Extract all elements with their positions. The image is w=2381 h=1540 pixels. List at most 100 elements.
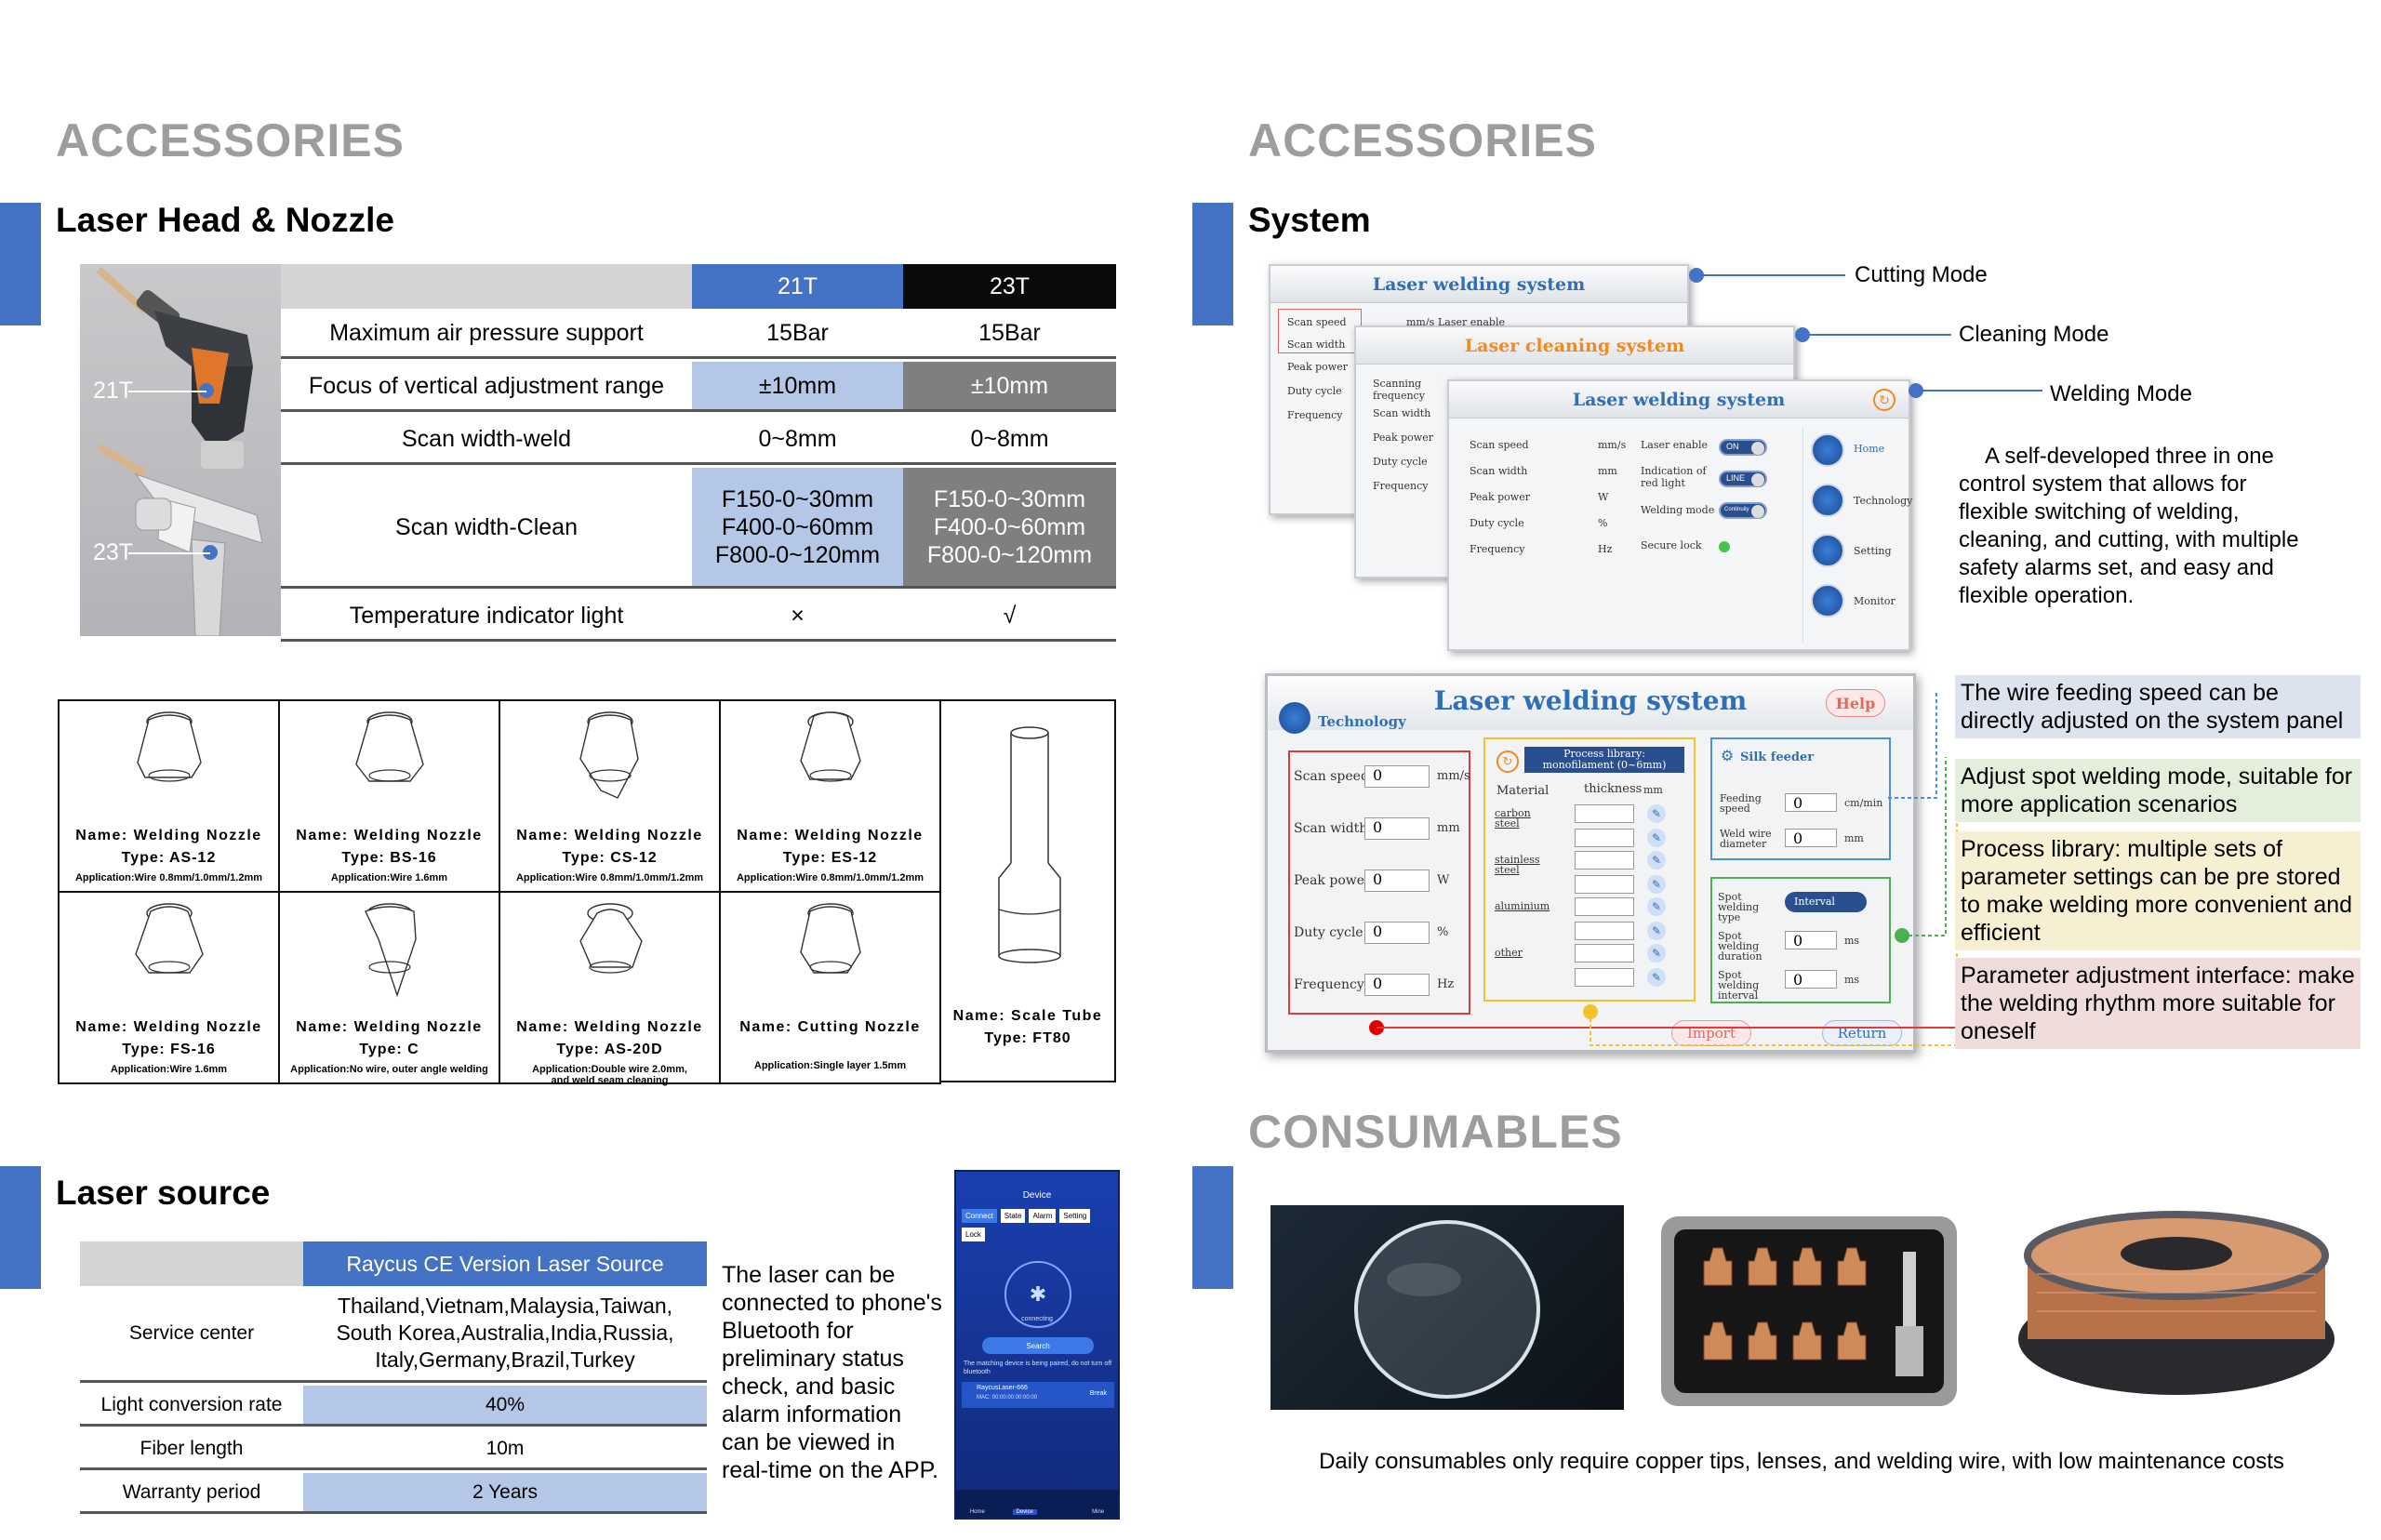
spot-unit: ms — [1844, 974, 1860, 986]
phone-nav-mine[interactable]: Mine — [1092, 1509, 1105, 1515]
spot-input[interactable]: 0 — [1785, 970, 1837, 989]
edit-icon[interactable]: ✎ — [1647, 851, 1666, 870]
edit-icon[interactable]: ✎ — [1647, 829, 1666, 847]
technology-label[interactable]: Technology — [1318, 713, 1406, 730]
thickness-input[interactable] — [1575, 897, 1634, 916]
monitor-icon[interactable] — [1811, 584, 1844, 617]
edit-icon[interactable]: ✎ — [1647, 968, 1666, 987]
thickness-input[interactable] — [1575, 851, 1634, 870]
phone-nav-home[interactable]: Home — [969, 1509, 985, 1515]
thickness-input[interactable] — [1575, 829, 1634, 847]
param-label: Frequency — [1373, 480, 1429, 492]
nozzle-name: Name: Welding Nozzle — [296, 1019, 483, 1035]
nozzle-name: Name: Welding Nozzle — [737, 828, 924, 843]
phone-tab-state[interactable]: State — [1000, 1209, 1026, 1223]
refresh-icon[interactable]: ↻ — [1496, 750, 1519, 773]
copper-tips-drawing — [1661, 1216, 1957, 1406]
param-label: Welding mode — [1641, 504, 1715, 516]
process-library-button[interactable]: Process library: monofilament (0~6mm) — [1524, 747, 1684, 773]
thickness-input[interactable] — [1575, 875, 1634, 894]
system-title: System — [1248, 201, 1371, 239]
phone-tab-alarm[interactable]: Alarm — [1029, 1209, 1057, 1223]
cleaning-mode-label: Cleaning Mode — [1959, 322, 2109, 347]
scale-tube-type: Type: FT80 — [984, 1030, 1071, 1046]
feeder-input[interactable]: 0 — [1785, 829, 1837, 847]
spec-header-blank — [281, 264, 692, 309]
home-icon[interactable] — [1811, 433, 1844, 467]
spec-row-temperature: Temperature indicator light × √ — [281, 591, 1116, 642]
edit-icon[interactable]: ✎ — [1647, 875, 1666, 894]
param-label: Scan speed — [1287, 316, 1347, 328]
param-input[interactable]: 0 — [1364, 870, 1430, 892]
toggle-label: Continuity — [1724, 507, 1749, 512]
material-label: aluminium — [1495, 900, 1550, 912]
thickness-input[interactable] — [1575, 944, 1634, 962]
nozzle-application: Application:Double wire 2.0mm, and weld … — [532, 1064, 687, 1086]
phone-device-row[interactable]: RaycusLaser-666 MAC: 00:00:00:00:00:00 B… — [962, 1382, 1114, 1408]
ls-row-service: Service center Thailand,Vietnam,Malaysia… — [80, 1286, 707, 1383]
spec-value-23t: 15Bar — [978, 319, 1041, 346]
phone-tab-lock[interactable]: Lock — [962, 1228, 985, 1241]
thickness-input[interactable] — [1575, 968, 1634, 987]
phone-search-button[interactable]: Search — [982, 1337, 1094, 1354]
spec-value-21t: 0~8mm — [758, 425, 837, 452]
laser-enable-toggle[interactable]: ON — [1719, 439, 1767, 456]
panel-header — [1268, 676, 1913, 730]
feeder-input[interactable]: 0 — [1785, 793, 1837, 812]
param-input[interactable]: 0 — [1364, 817, 1430, 840]
edit-icon[interactable]: ✎ — [1647, 897, 1666, 916]
phone-tab-setting[interactable]: Setting — [1059, 1209, 1091, 1223]
system-description: A self-developed three in one control sy… — [1959, 444, 2299, 608]
spec-value-23t: 0~8mm — [970, 425, 1049, 452]
param-input[interactable]: 0 — [1364, 974, 1430, 996]
nozzle-type: Type: CS-12 — [562, 850, 658, 866]
technology-icon[interactable] — [1811, 484, 1844, 517]
edit-icon[interactable]: ✎ — [1647, 922, 1666, 940]
nav-technology-label[interactable]: Technology — [1854, 495, 1913, 507]
panel-connectors — [1369, 690, 1969, 1046]
phone-nav-device[interactable]: Device — [1012, 1509, 1037, 1515]
return-button[interactable]: Return — [1822, 1020, 1902, 1046]
setting-icon[interactable] — [1811, 534, 1844, 567]
help-button[interactable]: Help — [1826, 689, 1885, 717]
technology-icon[interactable] — [1279, 702, 1310, 734]
material-label: carbon steel — [1495, 807, 1531, 830]
cleaning-mode-line — [1802, 334, 1951, 336]
param-label: Frequency — [1470, 543, 1525, 555]
spot-type-toggle[interactable]: Interval — [1785, 892, 1867, 912]
edit-icon[interactable]: ✎ — [1647, 804, 1666, 823]
welding-mode-toggle[interactable]: Continuity — [1719, 502, 1767, 519]
refresh-icon[interactable]: ↻ — [1873, 389, 1895, 411]
scale-tube-icon — [998, 726, 1061, 963]
nozzle-name: Name: Cutting Nozzle — [739, 1019, 921, 1035]
nav-monitor-label[interactable]: Monitor — [1854, 595, 1895, 607]
phone-tabs: Connect State Alarm Setting — [962, 1209, 1091, 1223]
phone-break-button[interactable]: Break — [1089, 1390, 1107, 1397]
nav-setting-label[interactable]: Setting — [1854, 545, 1892, 557]
param-input[interactable]: 0 — [1364, 765, 1430, 788]
nav-home-label[interactable]: Home — [1854, 443, 1885, 455]
edit-icon[interactable]: ✎ — [1647, 944, 1666, 962]
toggle-label: LINE — [1726, 473, 1746, 483]
section-title-consumables: CONSUMABLES — [1248, 1106, 1623, 1158]
nozzle-name: Name: Welding Nozzle — [296, 828, 483, 843]
feeder-unit: mm — [1844, 832, 1864, 844]
welding-mode-label: Welding Mode — [2050, 381, 2192, 406]
spec-value-23t: ±10mm — [903, 362, 1116, 409]
spot-input[interactable]: 0 — [1785, 931, 1837, 949]
thickness-input[interactable] — [1575, 922, 1634, 940]
param-label: Scan width — [1294, 821, 1368, 836]
spec-row-focus: Focus of vertical adjustment range ±10mm… — [281, 362, 1116, 412]
ls-header: Raycus CE Version Laser Source — [303, 1241, 707, 1286]
red-light-toggle[interactable]: LINE — [1719, 471, 1767, 487]
cutting-mode-line — [1696, 274, 1845, 276]
phone-tab-connect[interactable]: Connect — [962, 1209, 997, 1223]
spec-value-23t: F150-0~30mm F400-0~60mm F800-0~120mm — [903, 468, 1116, 586]
param-input[interactable]: 0 — [1364, 922, 1430, 944]
section-bar — [1192, 1166, 1233, 1289]
note-wire-feeding: The wire feeding speed can be directly a… — [1955, 675, 2361, 738]
thickness-input[interactable] — [1575, 804, 1634, 823]
import-button[interactable]: Import — [1671, 1020, 1751, 1046]
